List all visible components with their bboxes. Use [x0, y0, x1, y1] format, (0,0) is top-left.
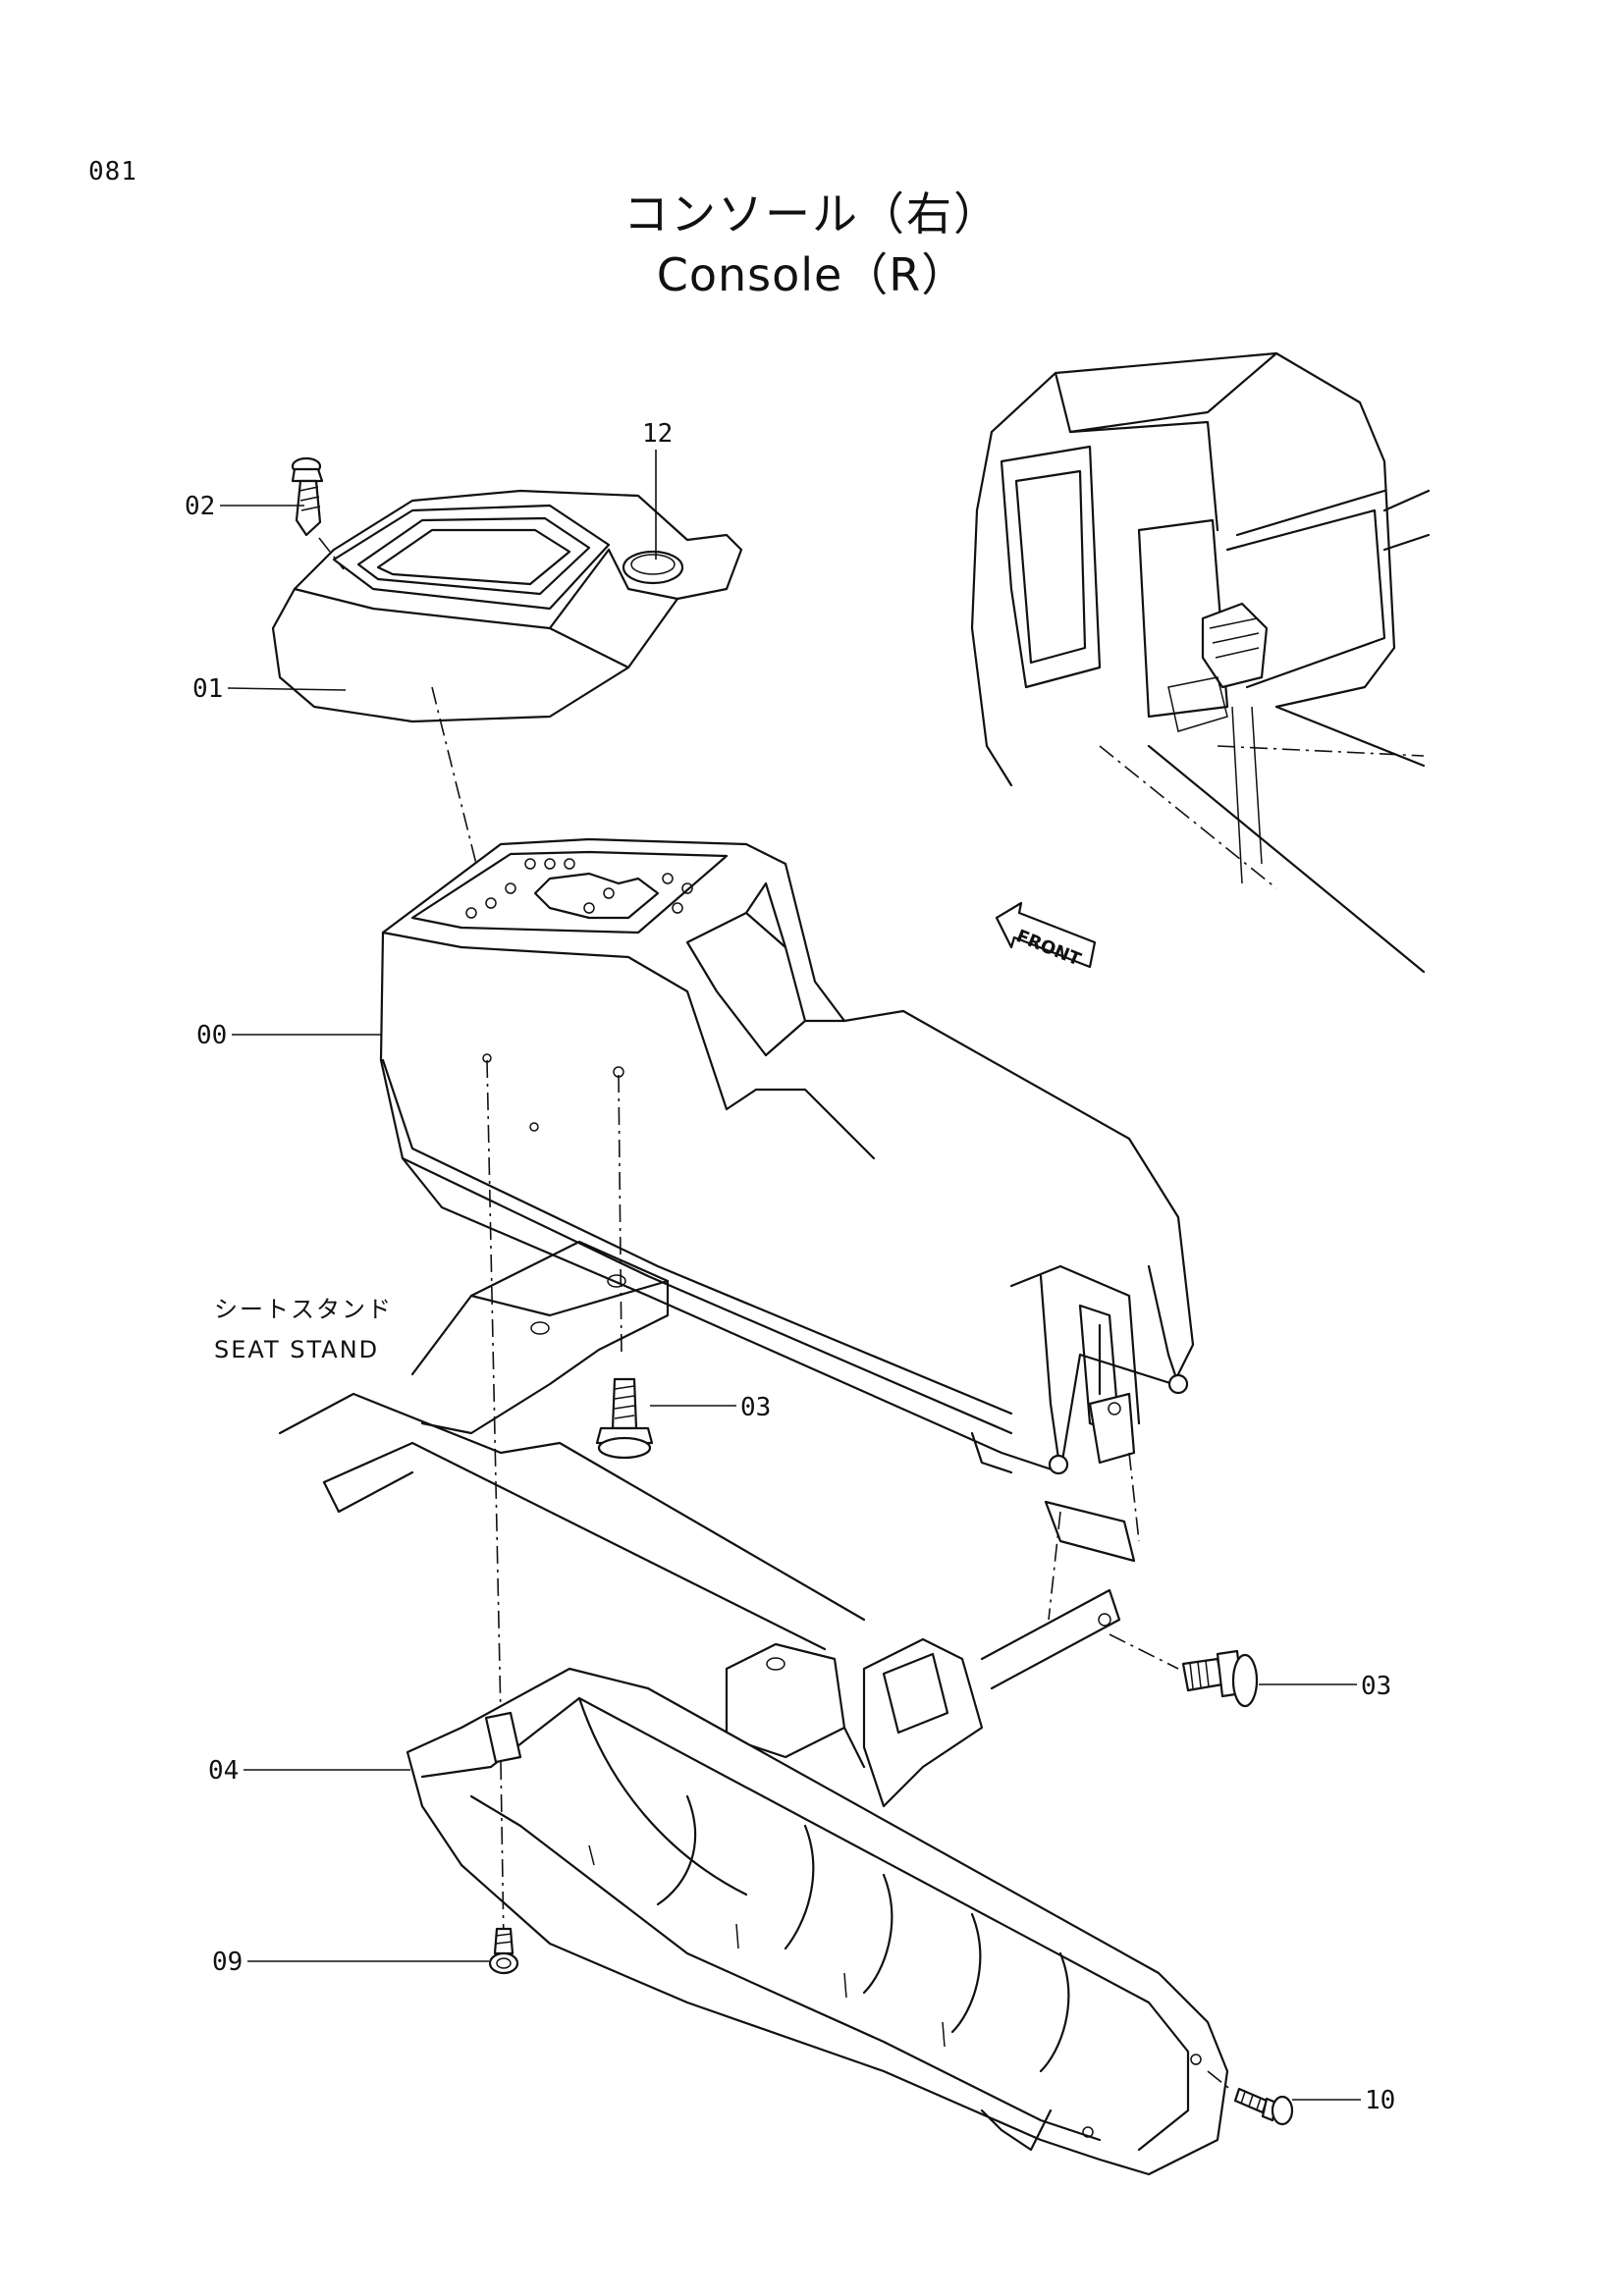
assembly-line [1109, 1633, 1179, 1670]
assembly-line [500, 1761, 505, 1945]
seat-stand-frame [278, 1240, 1136, 1808]
callout-label-04: 04 [208, 1756, 239, 1786]
callout-04: 04 [208, 1756, 410, 1786]
page-number: 081 [88, 157, 137, 187]
callout-12: 12 [642, 419, 673, 560]
callout-10: 10 [1292, 2086, 1395, 2115]
callout-label-10: 10 [1365, 2086, 1395, 2115]
part-04-under-cover [406, 1667, 1229, 2176]
part-10-bolt-icon [1233, 2087, 1294, 2126]
callout-09: 09 [212, 1948, 489, 1977]
assembly-line [1207, 2070, 1233, 2092]
seat-stand-label-jp: シートスタンド [214, 1296, 393, 1323]
front-arrow-icon: FRONT [995, 901, 1097, 971]
callout-label-03-lower: 03 [1361, 1672, 1391, 1701]
assembly-line [318, 537, 345, 570]
callout-02: 02 [185, 492, 304, 521]
cab-inset-illustration [970, 351, 1431, 974]
part-00-console-body [379, 837, 1195, 1475]
callout-label-01: 01 [192, 674, 223, 704]
title-japanese: コンソール（右） [623, 187, 1001, 240]
callout-label-09: 09 [212, 1948, 243, 1977]
title-english: Console（R） [656, 248, 968, 301]
part-03-upper-bolt-icon [595, 1377, 654, 1460]
callout-01: 01 [192, 674, 347, 704]
assembly-line [1128, 1452, 1140, 1542]
assembly-line [1048, 1511, 1061, 1621]
callout-label-02: 02 [185, 492, 215, 521]
seat-stand-label: シートスタンド SEAT STAND [214, 1296, 393, 1363]
part-02-bolt-icon [291, 456, 324, 537]
callout-label-03-upper: 03 [740, 1393, 771, 1422]
part-09-bolt-icon [488, 1927, 519, 1975]
seat-stand-label-en: SEAT STAND [214, 1336, 379, 1363]
callout-00: 00 [196, 1021, 381, 1050]
callout-03-lower: 03 [1259, 1672, 1391, 1701]
assembly-line [618, 1074, 623, 1356]
assembly-line [486, 1059, 502, 1719]
mounting-holes [465, 858, 693, 919]
assembly-line [431, 686, 477, 865]
callout-03-upper: 03 [650, 1393, 771, 1422]
callout-label-12: 12 [642, 419, 673, 449]
callout-label-00: 00 [196, 1021, 227, 1050]
part-01-console-top-cover [271, 489, 743, 723]
part-03-lower-bolt-icon [1181, 1649, 1259, 1708]
